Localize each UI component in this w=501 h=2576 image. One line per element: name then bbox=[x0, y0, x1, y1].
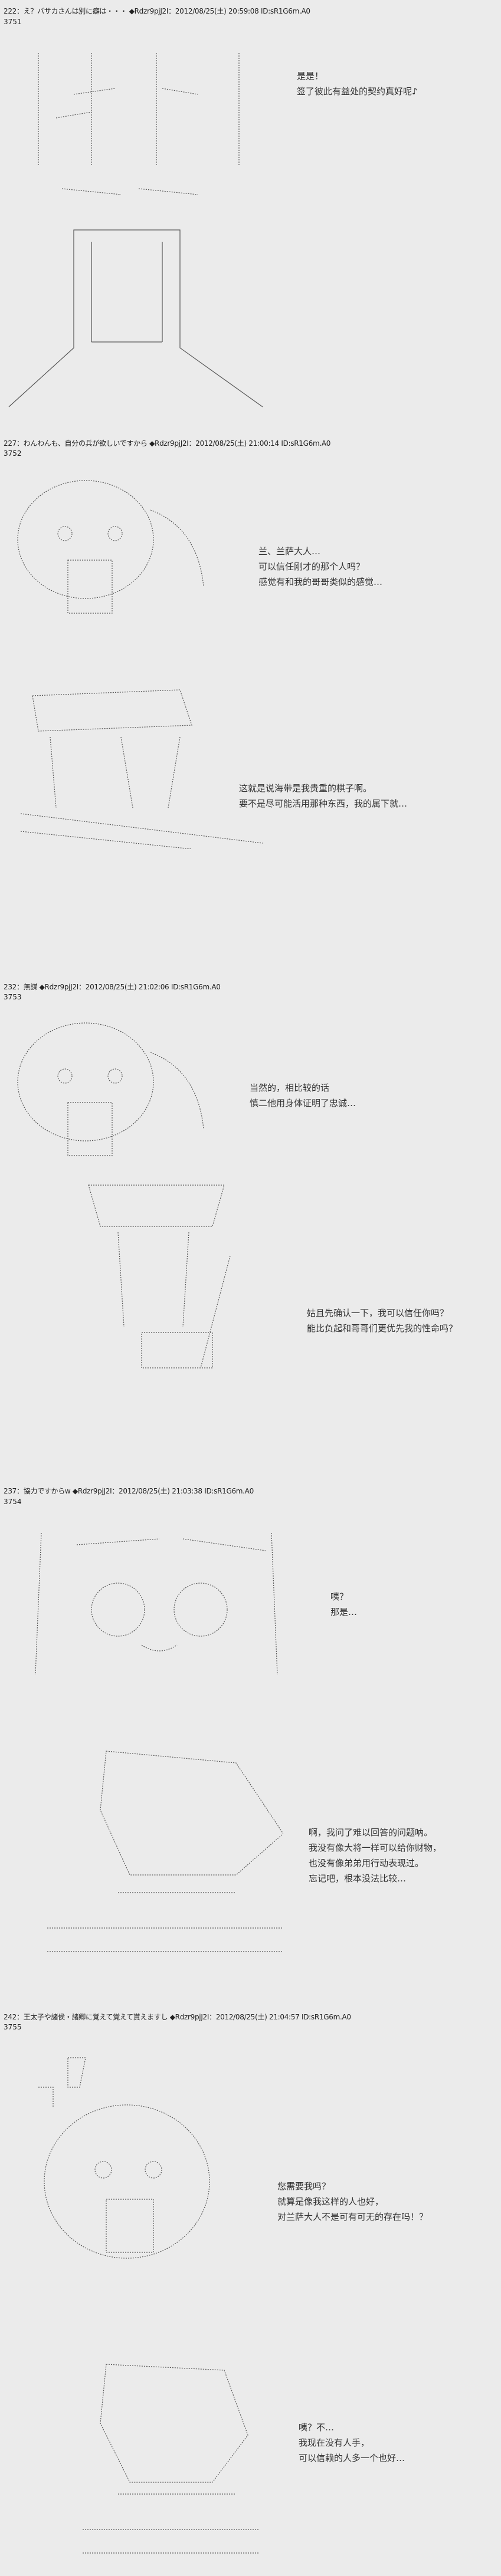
post-header: 237：協力ですからw ◆Rdzr9pjJ2I：2012/08/25(土) 21… bbox=[4, 1487, 254, 1495]
ascii-art-boy-upper-body bbox=[15, 678, 263, 849]
ascii-art-girl-face bbox=[9, 1017, 209, 1194]
dialogue-line: 就算是像我这样的人也好， bbox=[277, 2196, 384, 2207]
dialogue-line: 能比负起和哥哥们更优先我的性命吗？ bbox=[307, 1323, 458, 1334]
ascii-art-boy-looking-down bbox=[71, 1179, 236, 1374]
dialogue-line: 姑且先确认一下，我可以信任你吗？ bbox=[307, 1308, 449, 1318]
ascii-art-girl-face bbox=[9, 475, 209, 652]
dialogue: 兰、兰萨大人… 可以信任刚才的那个人吗？ 感觉有和我的哥哥类似的感觉… bbox=[258, 544, 382, 590]
dialogue-line: 对兰萨大人不是可有可无的存在吗！？ bbox=[277, 2212, 428, 2222]
dialogue-line: 要不是尽可能活用那种东西，我的属下就… bbox=[239, 798, 408, 809]
dialogue-line: 这就是说海带是我贵重的棋子啊。 bbox=[239, 783, 372, 794]
post-number: 3754 bbox=[4, 1498, 22, 1506]
ascii-art-girl-surprised bbox=[6, 1527, 295, 1686]
dialogue-line: 我现在没有人手， bbox=[299, 2437, 370, 2448]
dialogue-line: 也没有像弟弟用行动表现过。 bbox=[309, 1858, 424, 1868]
dialogue-line: 当然的，相比较的话 bbox=[250, 1083, 330, 1093]
dialogue-line: 签了彼此有益处的契约真好呢♪ bbox=[297, 86, 418, 97]
dialogue: 咦？ 那是… bbox=[330, 1589, 357, 1620]
dialogue-line: 那是… bbox=[330, 1607, 358, 1617]
dialogue: 当然的，相比较的话 慎二他用身体证明了忠诚… bbox=[250, 1080, 356, 1111]
dialogue: 咦？不… 我现在没有人手， 可以信赖的人多一个也好… bbox=[299, 2420, 405, 2466]
post-header: 222：え？バサカさんは別に癖は・・・ ◆Rdzr9pjJ2I：2012/08/… bbox=[4, 7, 310, 15]
dialogue: 是是！ 签了彼此有益处的契约真好呢♪ bbox=[297, 68, 418, 99]
post-number: 3755 bbox=[4, 2023, 22, 2031]
ascii-art-boy-thinking bbox=[35, 1739, 283, 1963]
dialogue: 姑且先确认一下，我可以信任你吗？ 能比负起和哥哥们更优先我的性命吗？ bbox=[307, 1305, 457, 1336]
dialogue: 这就是说海带是我贵重的棋子啊。 要不是尽可能活用那种东西，我的属下就… bbox=[239, 781, 407, 811]
post-number: 3753 bbox=[4, 993, 22, 1001]
dialogue-line: 是是！ bbox=[297, 71, 324, 81]
ascii-art-girl-pleading bbox=[9, 2052, 257, 2288]
dialogue-line: 忘记吧，根本没法比较… bbox=[309, 1873, 407, 1884]
post-header: 227：わんわんも、自分の兵が欲しいですから ◆Rdzr9pjJ2I：2012/… bbox=[4, 439, 331, 448]
dialogue-line: 慎二他用身体证明了忠诚… bbox=[250, 1098, 356, 1108]
dialogue-line: 感觉有和我的哥哥类似的感觉… bbox=[258, 577, 383, 587]
dialogue-line: 咦？不… bbox=[299, 2422, 335, 2433]
ascii-art-characters-shaking-hands bbox=[3, 47, 251, 200]
post-number: 3751 bbox=[4, 18, 22, 26]
dialogue: 您需要我吗？ 就算是像我这样的人也好， 对兰萨大人不是可有可无的存在吗！？ bbox=[277, 2179, 428, 2225]
post-header: 232：無謀 ◆Rdzr9pjJ2I：2012/08/25(土) 21:02:0… bbox=[4, 983, 221, 991]
dialogue-line: 啊，我问了难以回答的问题呐。 bbox=[309, 1827, 433, 1838]
ascii-art-doorway bbox=[3, 218, 274, 413]
post-number: 3752 bbox=[4, 449, 22, 458]
post-header: 242：王太子や諸侯・諸卿に覚えて覚えて貰えますし ◆Rdzr9pjJ2I：20… bbox=[4, 2013, 351, 2021]
dialogue-line: 可以信任刚才的那个人吗？ bbox=[258, 561, 365, 572]
dialogue-line: 兰、兰萨大人… bbox=[258, 546, 321, 557]
dialogue-line: 我没有像大将一样可以给你财物， bbox=[309, 1843, 442, 1853]
dialogue-line: 可以信赖的人多一个也好… bbox=[299, 2453, 405, 2463]
dialogue-line: 您需要我吗？ bbox=[277, 2181, 331, 2192]
dialogue: 啊，我问了难以回答的问题呐。 我没有像大将一样可以给你财物， 也没有像弟弟用行动… bbox=[309, 1825, 441, 1886]
ascii-art-boy-replying bbox=[71, 2353, 260, 2565]
dialogue-line: 咦？ bbox=[330, 1591, 349, 1602]
